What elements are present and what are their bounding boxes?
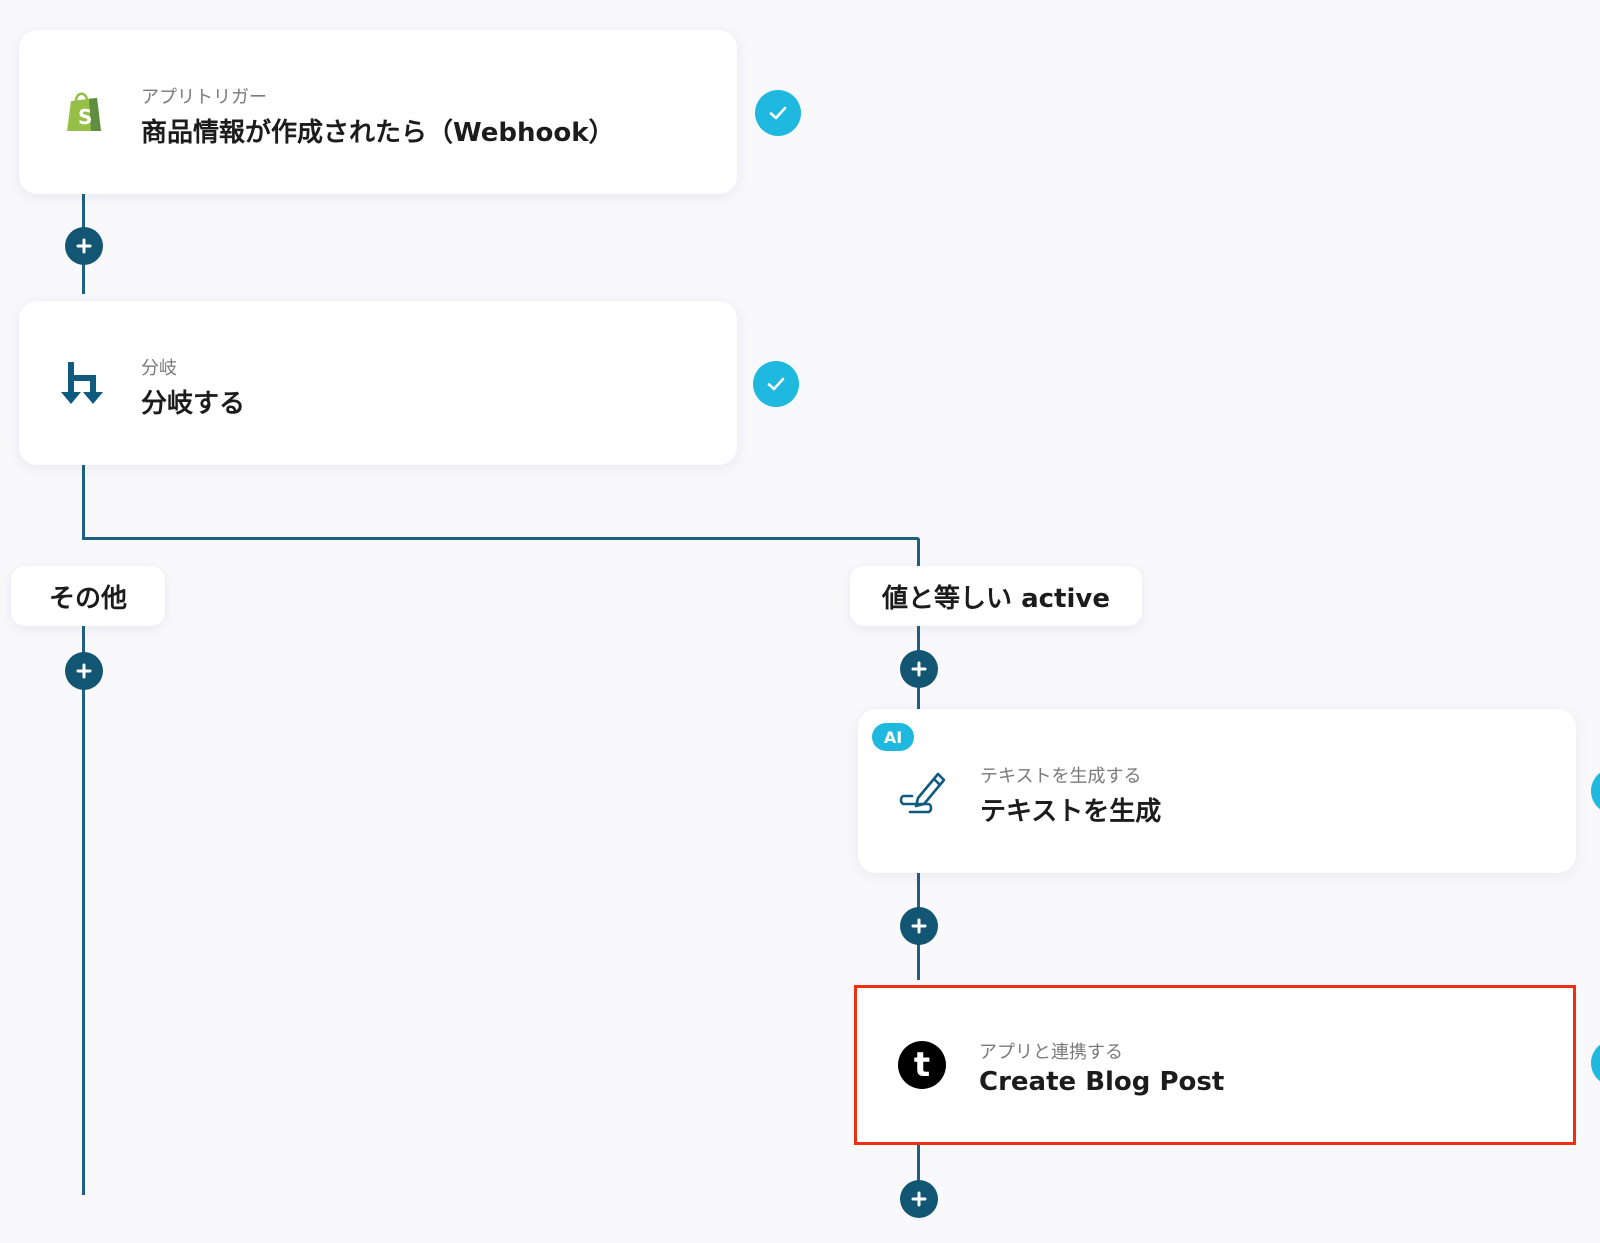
svg-text:S: S <box>78 105 92 129</box>
add-step-button[interactable] <box>900 1180 938 1218</box>
add-step-button[interactable] <box>65 652 103 690</box>
step-title: 商品情報が作成されたら（Webhook） <box>141 118 615 148</box>
add-step-button[interactable] <box>900 907 938 945</box>
connector-branch-horizontal <box>82 537 920 540</box>
branch-label-text: その他 <box>48 583 127 614</box>
connector-branch-stem <box>82 465 85 540</box>
step-sub-label: アプリと連携する <box>979 1042 1123 1063</box>
step-sub-label: 分岐 <box>141 358 177 379</box>
step-card-trigger[interactable]: S アプリトリガー 商品情報が作成されたら（Webhook） <box>19 30 737 194</box>
step-title: 分岐する <box>141 389 246 419</box>
step-title: Create Blog Post <box>979 1067 1225 1097</box>
connector-right-drop <box>917 537 920 567</box>
step-card-ai-text[interactable]: AI テキストを生成する テキストを生成 <box>858 709 1576 873</box>
branch-label-equals[interactable]: 値と等しい active <box>850 566 1142 626</box>
tumblr-icon: t <box>897 1040 947 1090</box>
connector-left-branch <box>82 625 85 1195</box>
connector-right-branch-3 <box>917 1140 920 1200</box>
branch-label-text: 値と等しい active <box>882 583 1110 614</box>
ai-badge: AI <box>872 723 914 751</box>
svg-text:t: t <box>914 1045 930 1085</box>
step-sub-label: テキストを生成する <box>980 766 1142 787</box>
step-sub-label: アプリトリガー <box>141 87 267 108</box>
add-step-button[interactable] <box>900 650 938 688</box>
check-icon <box>1591 1040 1600 1086</box>
branch-icon <box>59 358 109 408</box>
check-icon <box>755 90 801 136</box>
check-icon <box>1591 768 1600 814</box>
add-step-button[interactable] <box>65 227 103 265</box>
step-card-branch[interactable]: 分岐 分岐する <box>19 301 737 465</box>
check-icon <box>753 361 799 407</box>
shopify-icon: S <box>59 87 109 137</box>
pen-icon <box>898 766 948 816</box>
step-title: テキストを生成 <box>980 797 1162 827</box>
branch-label-other[interactable]: その他 <box>11 566 165 626</box>
step-card-tumblr[interactable]: t アプリと連携する Create Blog Post <box>854 985 1576 1145</box>
